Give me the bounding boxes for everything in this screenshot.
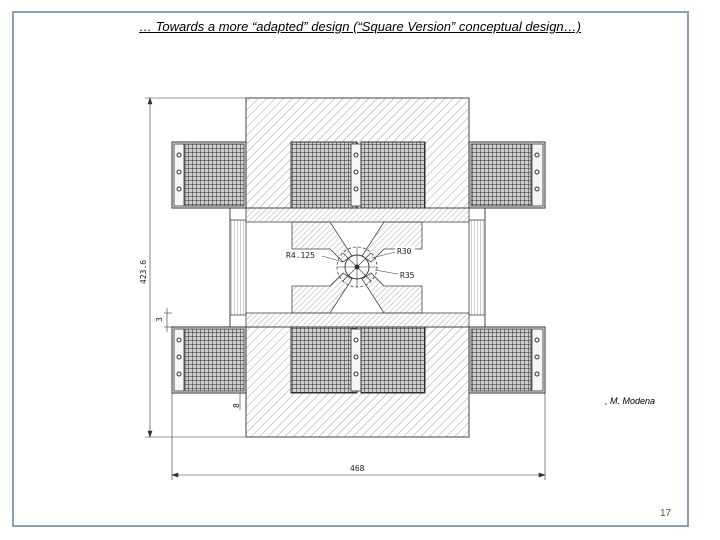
coil-upper-outer-right [468,141,546,209]
page-number: 17 [660,508,672,519]
pole-lower-right [361,272,423,314]
dimension-width-label: 468 [350,464,365,473]
dimension-small-bottom-label: 8 [232,403,241,408]
bar-top [245,207,470,223]
author-credit: , M. Modena [605,396,656,406]
dimension-height-label: 423.6 [139,260,148,284]
coil-lower-inner-left [290,326,362,394]
dimension-width [171,393,546,480]
slide-frame [12,11,689,527]
dimension-small-bottom [239,393,247,410]
coil-upper-inner-left [290,141,362,209]
label-r35: R35 [400,271,415,280]
coil-lower-outer-right [468,326,546,394]
coil-lower-outer-left [171,326,247,394]
label-pole-radius: R4.125 [286,251,315,260]
dimension-small-left-label: 3 [155,317,164,322]
pole-upper-right [361,221,423,263]
coil-upper-inner-right [360,141,426,209]
pole-lower-left [291,272,353,314]
dimension-small-left [164,308,172,332]
side-plate-left [229,219,247,316]
dimension-height [145,97,246,438]
side-plate-right [468,219,486,316]
label-r30: R30 [397,247,412,256]
bar-bottom [245,312,470,328]
coil-upper-outer-left [171,141,247,209]
slide-title: … Towards a more “adapted” design (“Squa… [139,19,581,34]
coil-lower-inner-right [360,326,426,394]
